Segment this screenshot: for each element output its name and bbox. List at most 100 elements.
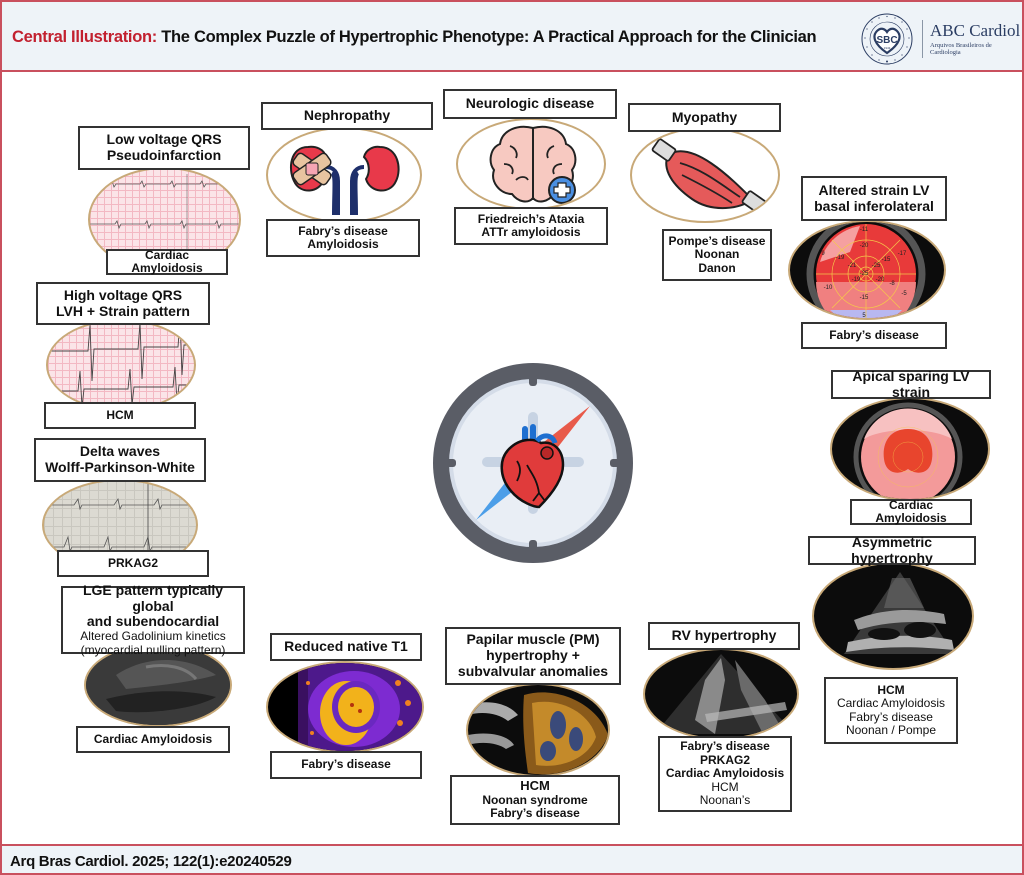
finding-title-lge: LGE pattern typically global and subendo… xyxy=(61,582,245,656)
strain-values-layer: -11-9-17-20-19-15-21-25-25-19-20-8-10-15… xyxy=(788,220,946,320)
condition-box-rv-hypertrophy: Fabry’s disease PRKAG2 Cardiac Amyloidos… xyxy=(658,736,792,812)
condition-label: Fabry’s disease xyxy=(301,757,391,772)
sbc-logo-year: 1943 xyxy=(884,46,891,50)
condition-label: PRKAG2 xyxy=(107,555,158,570)
header: Central Illustration: The Complex Puzzle… xyxy=(0,0,1024,72)
title-line: Nephropathy xyxy=(303,107,391,124)
strain-value: -11 xyxy=(859,227,869,233)
condition-label: Fabry’s disease xyxy=(849,709,933,724)
logo-divider xyxy=(922,20,923,58)
condition-label: Fabry’s disease xyxy=(680,739,770,754)
strain-value: -15 xyxy=(859,295,869,301)
title-line: hypertrophy + xyxy=(486,647,580,664)
condition-label: Amyloidosis xyxy=(307,237,379,251)
condition-label: Cardiac Amyloidosis xyxy=(875,497,947,525)
finding-title-delta-waves: Delta waves Wolff-Parkinson-White xyxy=(34,438,206,482)
strain-value: -10 xyxy=(823,285,833,291)
condition-box-lge: Cardiac Amyloidosis xyxy=(76,726,230,753)
strain-value: 5 xyxy=(862,313,866,319)
subtitle-line: Altered Gadolinium kinetics xyxy=(80,629,226,644)
finding-title-nephropathy: Nephropathy xyxy=(261,102,433,130)
condition-label: Friedreich’s Ataxia xyxy=(477,211,585,226)
condition-box-apical-sparing: Cardiac Amyloidosis xyxy=(850,497,972,525)
muscle-image xyxy=(630,127,780,223)
title-line: subvalvular anomalies xyxy=(457,662,609,679)
echo-3d-image xyxy=(466,683,610,777)
finding-title-low-voltage: Low voltage QRS Pseudoinfarction xyxy=(78,126,250,170)
condition-label: Cardiac Amyloidosis xyxy=(836,696,946,711)
strain-value: -25 xyxy=(871,263,881,269)
condition-label: Fabry’s disease xyxy=(298,223,388,238)
strain-value: -20 xyxy=(859,243,869,249)
finding-title-papillary: Papilar muscle (PM) hypertrophy + subval… xyxy=(445,627,621,685)
title-line: LGE pattern typically global xyxy=(82,582,224,614)
condition-label: PRKAG2 xyxy=(699,752,750,767)
page-title: Central Illustration: The Complex Puzzle… xyxy=(12,28,817,47)
title-line: Low voltage QRS xyxy=(106,131,222,148)
finding-title-rv-hypertrophy: RV hypertrophy xyxy=(648,622,800,650)
condition-label: Noonan xyxy=(694,247,740,262)
title-line: Papilar muscle (PM) xyxy=(466,631,600,648)
title-line: LVH + Strain pattern xyxy=(56,302,190,319)
condition-label: Fabry’s disease xyxy=(829,327,919,342)
t1-map-image xyxy=(266,661,424,753)
finding-title-neurologic: Neurologic disease xyxy=(443,89,617,119)
finding-title-native-t1: Reduced native T1 xyxy=(270,633,422,661)
strain-value: -25 xyxy=(859,271,869,277)
condition-box-neurologic: Friedreich’s Ataxia ATTr amyloidosis xyxy=(454,207,608,245)
condition-box-low-voltage: Cardiac Amyloidosis xyxy=(106,248,228,275)
cmr-lge-image xyxy=(84,643,232,727)
strain-value: -5 xyxy=(901,291,907,297)
title-line: Neurologic disease xyxy=(465,95,595,112)
brain-image xyxy=(456,118,606,210)
condition-label: Fabry’s disease xyxy=(490,806,580,821)
condition-box-nephropathy: Fabry’s disease Amyloidosis xyxy=(266,219,420,257)
finding-title-high-voltage: High voltage QRS LVH + Strain pattern xyxy=(36,282,210,325)
condition-box-altered-strain: Fabry’s disease xyxy=(801,322,947,349)
title-line: Delta waves xyxy=(79,443,161,460)
strain-value: -21 xyxy=(847,263,857,269)
kidney-image xyxy=(266,127,422,223)
finding-title-myopathy: Myopathy xyxy=(628,103,781,132)
condition-label: HCM xyxy=(520,778,550,794)
title-line: RV hypertrophy xyxy=(671,627,777,644)
strain-value: -17 xyxy=(897,251,907,257)
condition-label: Danon xyxy=(698,260,736,275)
sbc-logo: SBC 1943 xyxy=(860,12,914,66)
title-line: Altered strain LV xyxy=(818,181,930,198)
abc-cardiol-logo: ABC Cardiol xyxy=(930,21,1021,40)
condition-label: Pompe’s disease xyxy=(668,233,766,248)
brain-icon xyxy=(489,125,577,204)
bullseye-apical-image xyxy=(830,397,990,501)
condition-box-delta-waves: PRKAG2 xyxy=(57,550,209,577)
muscle-icon xyxy=(651,138,767,214)
title-line: High voltage QRS xyxy=(63,286,183,303)
title-line: Myopathy xyxy=(671,108,738,125)
ecg-high-voltage-image xyxy=(46,319,196,411)
strain-value: -9 xyxy=(819,251,825,257)
condition-box-myopathy: Pompe’s disease Noonan Danon xyxy=(662,229,772,281)
condition-label: Cardiac Amyloidosis xyxy=(665,766,785,781)
finding-title-altered-strain: Altered strain LV basal inferolateral xyxy=(801,176,947,221)
citation: Arq Bras Cardiol. 2025; 122(1):e20240529 xyxy=(10,853,292,870)
finding-title-asymmetric: Asymmetric hypertrophy xyxy=(808,533,976,566)
title-line: basal inferolateral xyxy=(814,197,934,214)
condition-label: Cardiac Amyloidosis xyxy=(93,731,213,746)
sbc-logo-text: SBC xyxy=(876,35,897,46)
echo-4ch-image xyxy=(643,648,799,740)
strain-value: -19 xyxy=(835,255,845,261)
condition-box-papillary: HCM Noonan syndrome Fabry’s disease xyxy=(450,775,620,825)
condition-box-asymmetric: HCM Cardiac Amyloidosis Fabry’s disease … xyxy=(824,677,958,744)
condition-label: Noonan’s xyxy=(699,793,751,808)
condition-box-high-voltage: HCM xyxy=(44,402,196,429)
condition-label: Noonan / Pompe xyxy=(845,722,937,737)
strain-value: -15 xyxy=(881,257,891,263)
compass-heart-icon xyxy=(430,360,636,566)
condition-label: HCM xyxy=(877,682,905,697)
condition-label: HCM xyxy=(106,407,134,422)
title-line: Reduced native T1 xyxy=(284,638,408,655)
title-text: The Complex Puzzle of Hypertrophic Pheno… xyxy=(156,28,817,46)
condition-label: HCM xyxy=(711,779,739,794)
title-line: Asymmetric hypertrophy xyxy=(851,533,933,566)
title-line: Pseudoinfarction xyxy=(106,147,222,163)
